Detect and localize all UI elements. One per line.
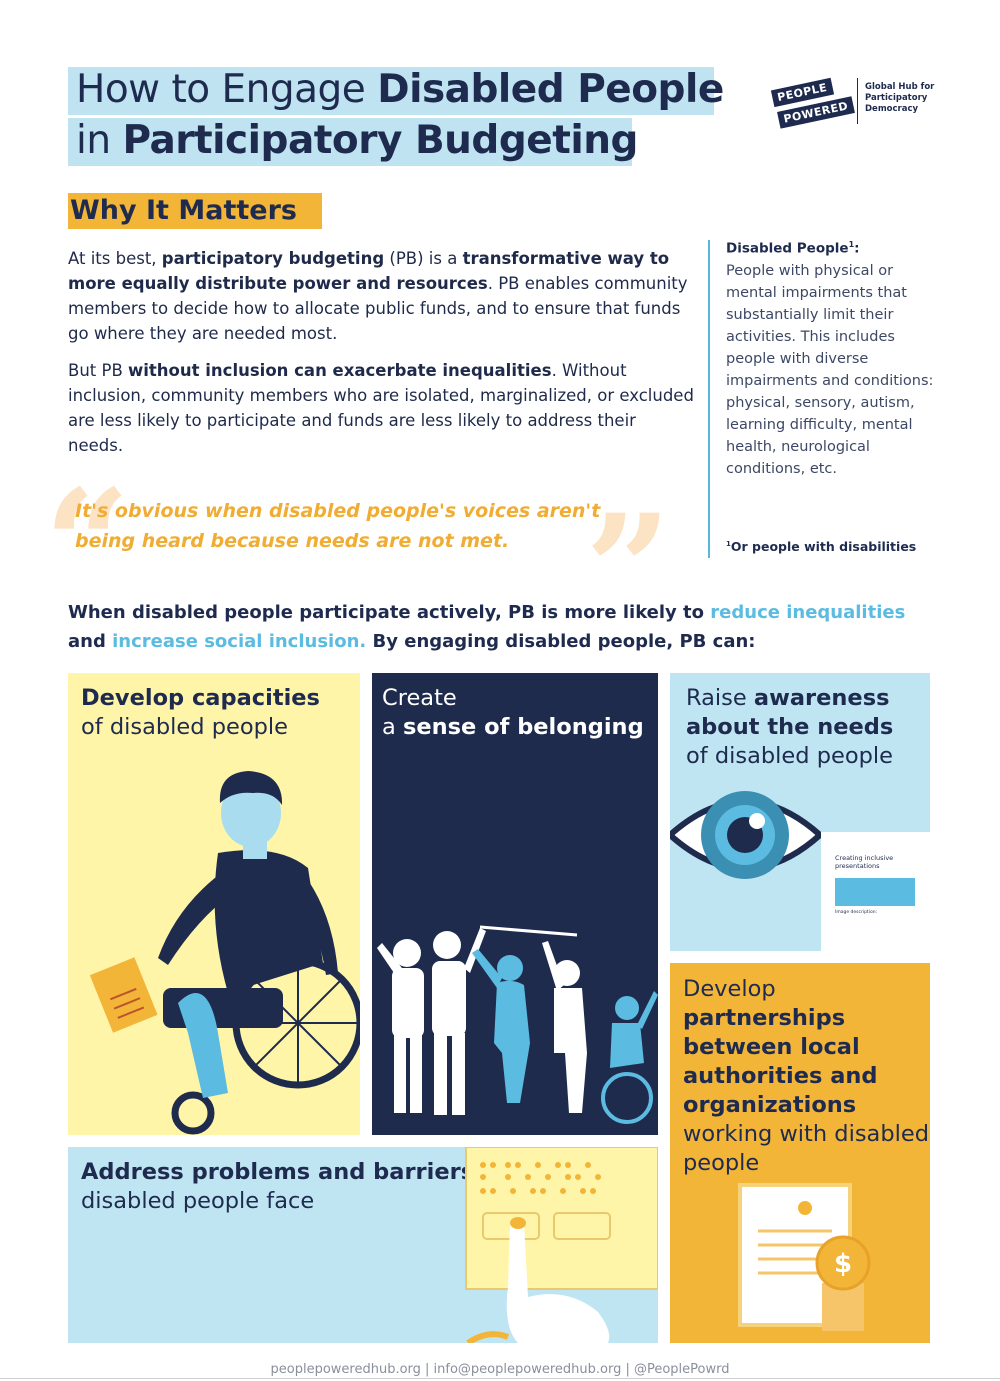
slide-card: Creating inclusive presentations Image d… — [821, 832, 930, 951]
section-heading-why-it-matters: Why It Matters — [68, 193, 322, 229]
lead-statement: When disabled people participate activel… — [68, 602, 906, 652]
intro-paragraph-2: But PB without inclusion can exacerbate … — [68, 361, 694, 455]
document-coin-icon: $ — [738, 1183, 871, 1331]
logo-badge: PEOPLE POWERED — [768, 77, 855, 129]
svg-text:$: $ — [834, 1249, 852, 1279]
group-celebrating-illustration — [377, 925, 658, 1124]
intro-paragraph-1: At its best, participatory budgeting (PB… — [68, 249, 688, 343]
definition-footnote: 1Or people with disabilities — [726, 539, 917, 554]
braille-touch-icon — [465, 1147, 658, 1343]
logo-tagline: Global Hub for Participatory Democracy — [865, 82, 935, 114]
slide-image-placeholder — [835, 878, 915, 906]
footer-contact: peoplepoweredhub.org | info@peoplepowere… — [270, 1362, 730, 1377]
people-powered-logo: PEOPLE POWERED Global Hub for Participat… — [764, 76, 944, 129]
logo-divider — [857, 78, 858, 124]
eye-icon — [670, 791, 825, 879]
definition-title: Disabled People1: — [726, 240, 860, 257]
footer-rule — [0, 1378, 1000, 1379]
definition-body: People with physical or mental impairmen… — [726, 263, 934, 477]
pull-quote: It's obvious when disabled people's voic… — [75, 500, 601, 552]
quote-close-mark: ” — [585, 482, 672, 658]
wheelchair-user-illustration — [89, 771, 360, 1135]
quote-open-mark: “ — [44, 457, 131, 633]
page-title-line-2: in Participatory Budgeting — [68, 118, 638, 166]
page-title-line-1: How to Engage Disabled People — [68, 67, 724, 115]
sidebar-rule — [708, 240, 710, 558]
